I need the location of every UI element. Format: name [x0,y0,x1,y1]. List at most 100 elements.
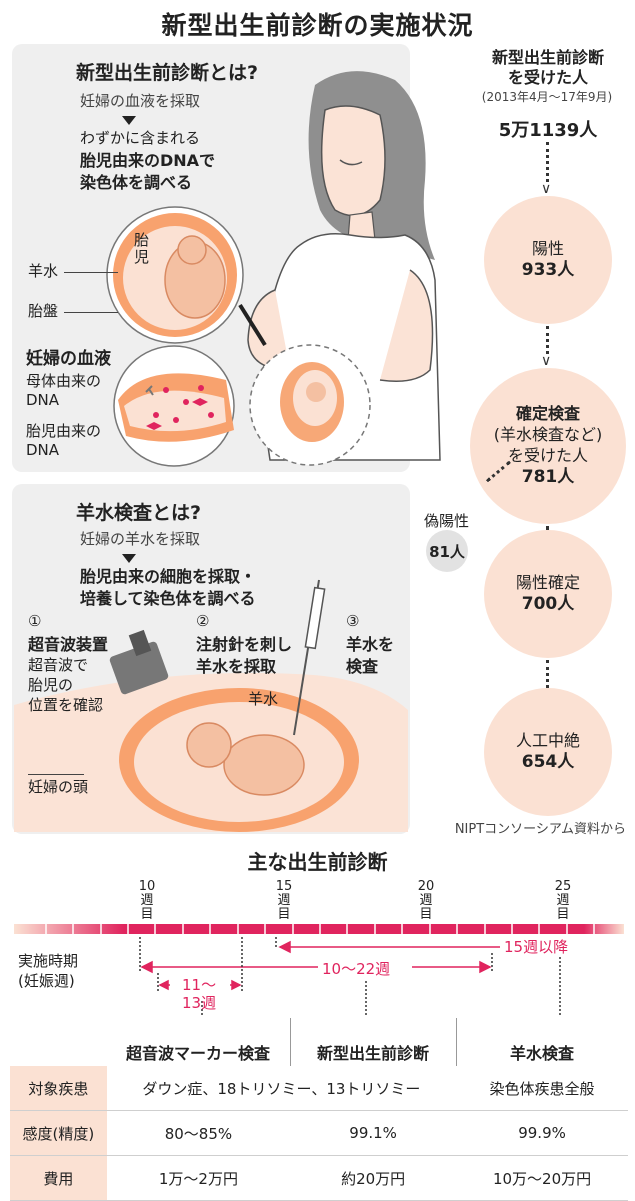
confirm-line2: (羊水検査など) [493,425,603,444]
table-cell: 80～85% [106,1110,291,1156]
arrow-down-icon [122,554,136,563]
tick-week: 20 [417,879,435,894]
label-mother-head: 妊婦の頭 [28,778,89,796]
column-amnio: 羊水検査 [509,1044,574,1063]
step1-title: 超音波装置 [28,635,109,654]
abortion-value: 654人 [521,752,575,772]
label-amniotic-fluid-2: 羊水 [248,690,279,708]
label-fetal-dna: 胎児由来のDNA [26,422,102,459]
amniocentesis-illustration [14,579,408,832]
step1-line2: 胎児の [28,676,74,694]
abortion-label: 人工中絶 [515,731,580,750]
nipt-step1: 妊婦の血液を採取 [80,92,201,110]
flow-period: (2013年4月～17年9月) [481,90,613,104]
nipt-step2-line3: 染色体を調べる [80,173,193,192]
step3-line1: 羊水を [346,635,395,654]
chevron-down-icon: ∨ [541,181,552,197]
step1-line1: 超音波で [28,656,89,674]
range-amnio-label: 15週以降 [504,938,569,956]
table-row: 費用 1万～2万円 約20万円 10万～20万円 [10,1155,628,1201]
step2-number: ② [196,612,210,630]
table-cell: 99.9% [456,1110,628,1156]
flow-connector [546,142,549,182]
tick-unit: 週目 [556,893,570,922]
table-row: 対象疾患 ダウン症、18トリソミー、13トリソミー 染色体疾患全般 [10,1066,628,1111]
step3-line2: 検査 [346,657,379,676]
row-label: 対象疾患 [10,1066,107,1111]
nipt-step2-line1: わずかに含まれる [80,129,201,147]
confirm-node: 確定検査 (羊水検査など) を受けた人 781人 [470,368,626,524]
flow-connector [546,660,549,694]
confirm-line3: を受けた人 [507,446,588,465]
positive-node: 陽性 933人 [484,196,612,324]
blood-heading: 妊婦の血液 [26,349,111,369]
amnio-heading: 羊水検査とは? [76,502,202,524]
abortion-node: 人工中絶 654人 [484,688,612,816]
step1-line3: 位置を確認 [28,696,104,714]
positive-value: 933人 [521,260,575,280]
period-label-line1: 実施時期 [18,952,79,970]
false-positive-node: 81人 [426,530,468,572]
week-bar-ticks [45,924,595,934]
flow-header-line1: 新型出生前診断 [491,48,604,67]
arrow-down-icon [122,116,136,125]
tick-week: 15 [275,879,293,894]
amnio-step2-line2: 培養して染色体を調べる [80,589,256,608]
table-cell: 99.1% [290,1110,457,1156]
confirmed-label: 陽性確定 [515,573,580,592]
row-label: 費用 [10,1155,107,1201]
label-amniotic-fluid: 羊水 [28,262,59,280]
step2-line1: 注射針を刺し [196,635,293,654]
tick-week: 25 [554,879,572,894]
step3-number: ③ [346,612,360,630]
nipt-step2-line2: 胎児由来のDNAで [80,151,216,170]
confirm-line1: 確定検査 [515,404,580,423]
range-ultrasound-line1: 11～ [182,976,217,994]
pregnant-woman-illustration [247,71,441,466]
blood-illustration [113,345,235,467]
leader-line [64,312,118,313]
tick-unit: 週目 [140,893,154,922]
column-ultrasound: 超音波マーカー検査 [125,1044,270,1063]
false-positive-label: 偽陽性 [424,512,470,530]
chevron-down-icon: ∨ [541,353,552,369]
uterus-illustration [106,206,267,347]
step2-line2: 羊水を採取 [196,657,277,676]
tick-label-20: 20 週目 [418,880,435,922]
week-bar [14,924,624,934]
column-divider [456,1018,457,1066]
flow-total: 5万1139人 [498,120,598,141]
positive-label: 陽性 [531,239,564,258]
column-divider [290,1018,291,1066]
page-title: 新型出生前診断の実施状況 [161,11,474,40]
label-placenta: 胎盤 [28,302,59,320]
range-ultrasound-line2: 13週 [182,994,217,1012]
false-positive-value: 81人 [429,542,465,561]
range-nipt-label: 10～22週 [322,960,391,978]
nipt-heading: 新型出生前診断とは? [76,62,259,84]
table-row: 感度(精度) 80～85% 99.1% 99.9% [10,1110,628,1156]
leader-line [64,272,118,273]
tick-week: 10 [138,879,156,894]
table-cell: 染色体疾患全般 [456,1066,628,1111]
amnio-step1: 妊婦の羊水を採取 [80,530,201,548]
table-cell: 10万～20万円 [456,1155,628,1201]
flow-header-line2: を受けた人 [507,68,588,87]
table-cell: 約20万円 [290,1155,457,1201]
tick-label-15: 15 週目 [276,880,293,922]
table-cell: 1万～2万円 [106,1155,291,1201]
tick-unit: 週目 [277,893,291,922]
source-note: NIPTコンソーシアム資料から [454,822,626,837]
confirmed-node: 陽性確定 700人 [484,530,612,658]
table-cell: ダウン症、18トリソミー、13トリソミー [106,1066,457,1111]
step1-number: ① [28,612,42,630]
confirmed-value: 700人 [521,594,575,614]
period-label-line2: (妊娠週) [18,972,75,990]
tick-unit: 週目 [419,893,433,922]
row-label: 感度(精度) [10,1110,107,1156]
comparison-table: 対象疾患 ダウン症、18トリソミー、13トリソミー 染色体疾患全般 感度(精度)… [10,1066,628,1201]
tick-label-10: 10 週目 [139,880,156,922]
head-direction-arrow [28,774,84,775]
tick-label-25: 25 週目 [555,880,572,922]
timeline-heading: 主な出生前診断 [247,850,388,874]
